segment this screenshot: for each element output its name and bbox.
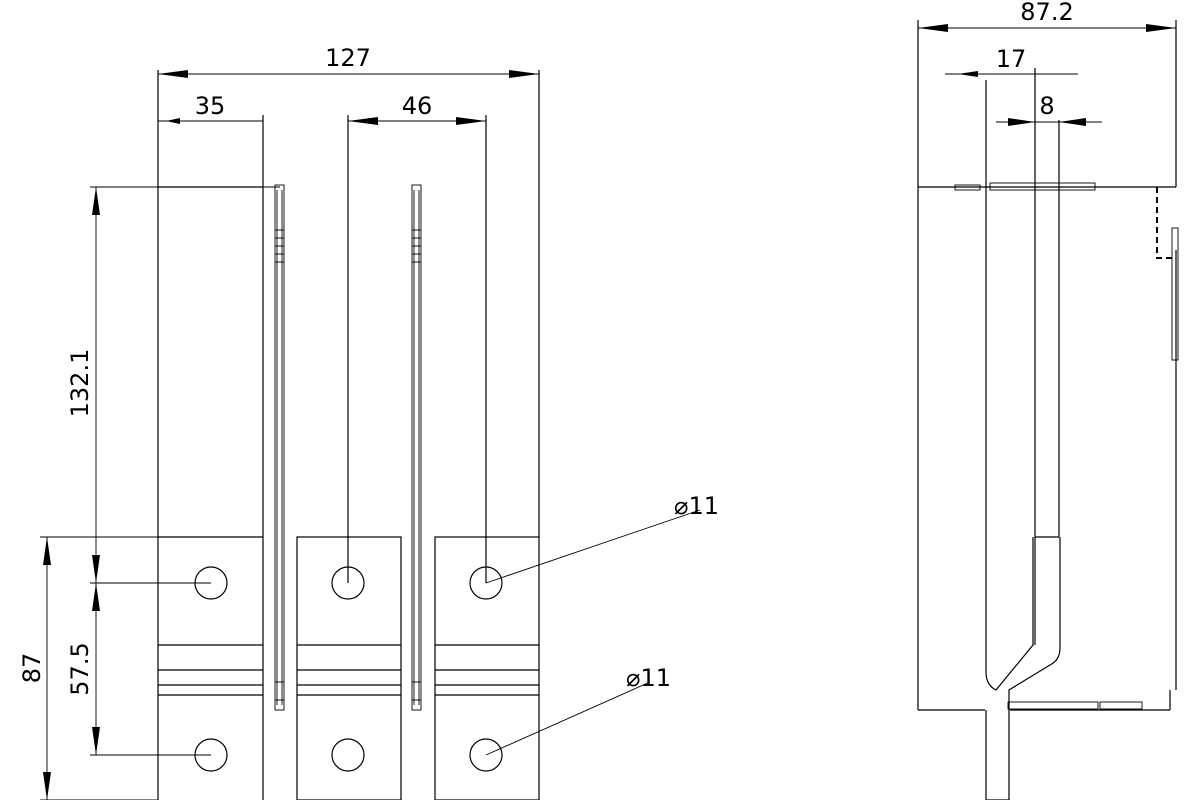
diameter-callout-top: ⌀11 — [485, 492, 719, 584]
dim-127: 127 — [158, 44, 539, 78]
dim-label-8: 8 — [1039, 92, 1054, 120]
side-view: 87.2 17 8 — [917, 0, 1179, 800]
dim-46: 46 — [348, 92, 486, 125]
dim-87: 87 — [18, 536, 158, 800]
right-busbar — [434, 70, 540, 800]
dim-8: 8 — [996, 92, 1102, 126]
housing-outline — [917, 20, 1179, 711]
dim-17: 17 — [945, 45, 1078, 77]
mounting-hole — [331, 738, 365, 772]
dim-label-57-5: 57.5 — [66, 642, 94, 695]
bent-busbar — [985, 68, 1061, 800]
mounting-hole — [469, 566, 503, 600]
dim-35: 35 — [158, 92, 263, 124]
dim-label-diameter-bottom: ⌀11 — [626, 664, 671, 692]
dim-132-1: 132.1 — [66, 186, 280, 583]
dim-label-132-1: 132.1 — [66, 349, 94, 418]
mounting-hole — [331, 566, 365, 600]
dim-label-87: 87 — [18, 653, 46, 684]
front-view: 127 35 46 132.1 — [18, 44, 719, 800]
dim-label-46: 46 — [402, 92, 433, 120]
dim-87-2: 87.2 — [918, 0, 1176, 32]
diameter-callout-bottom: ⌀11 — [485, 664, 671, 756]
edge-strip-right — [411, 184, 422, 711]
dim-label-diameter-top: ⌀11 — [674, 492, 719, 520]
edge-strip-left — [274, 184, 285, 711]
left-busbar — [157, 70, 264, 800]
mounting-hole — [469, 738, 503, 772]
dim-label-127: 127 — [325, 44, 371, 72]
middle-busbar — [296, 115, 402, 800]
dim-label-87-2: 87.2 — [1020, 0, 1073, 26]
dim-label-35: 35 — [195, 92, 226, 120]
dim-57-5: 57.5 — [66, 582, 211, 756]
dim-label-17: 17 — [996, 45, 1027, 73]
